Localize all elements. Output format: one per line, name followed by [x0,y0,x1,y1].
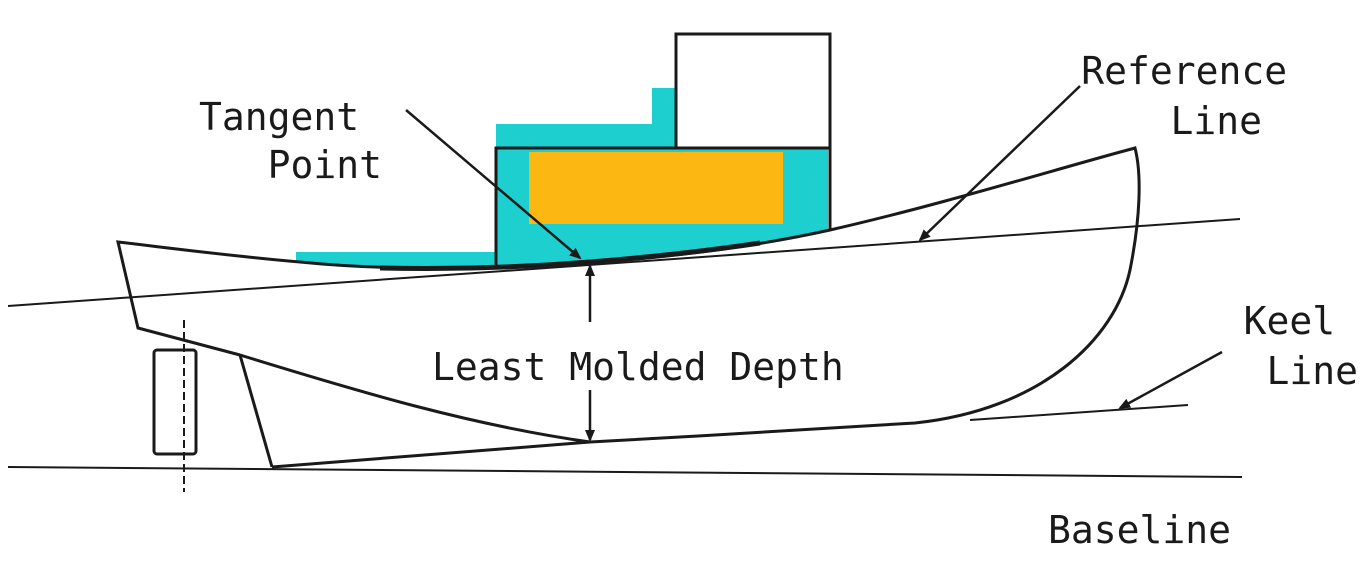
deckhouse-outline [494,146,832,268]
keel-line-label-line2: Line [1266,349,1358,393]
least-molded-depth-label: Least Molded Depth [432,345,844,389]
reference-line-label-line1: Reference [1081,49,1287,93]
hold-fill [529,152,783,224]
deckhouse-step-fill [652,88,676,148]
baseline-line [7,466,1243,478]
keel-line [969,404,1189,421]
baseline-label: Baseline [1048,508,1231,552]
reference-line-leader [918,85,1081,242]
sheer-line-bold [379,240,761,272]
keel-line-label: Keel Line [1244,299,1358,393]
reference-line [7,218,1241,307]
keel-bottom [271,440,591,469]
reference-line-label: Reference Line [1081,49,1310,143]
wheelhouse [674,32,832,150]
keel-line-label-line1: Keel [1244,299,1336,343]
tangent-point-label: Tangent Point [199,95,382,187]
tangent-point-label-line1: Tangent [199,95,359,139]
reference-line-label-line2: Line [1170,99,1262,143]
tangent-point-label-line2: Point [268,143,382,187]
rudder [152,348,198,456]
tangent-point-leader [405,109,582,260]
keel-line-leader [1118,350,1223,410]
skeg-line [238,354,274,468]
